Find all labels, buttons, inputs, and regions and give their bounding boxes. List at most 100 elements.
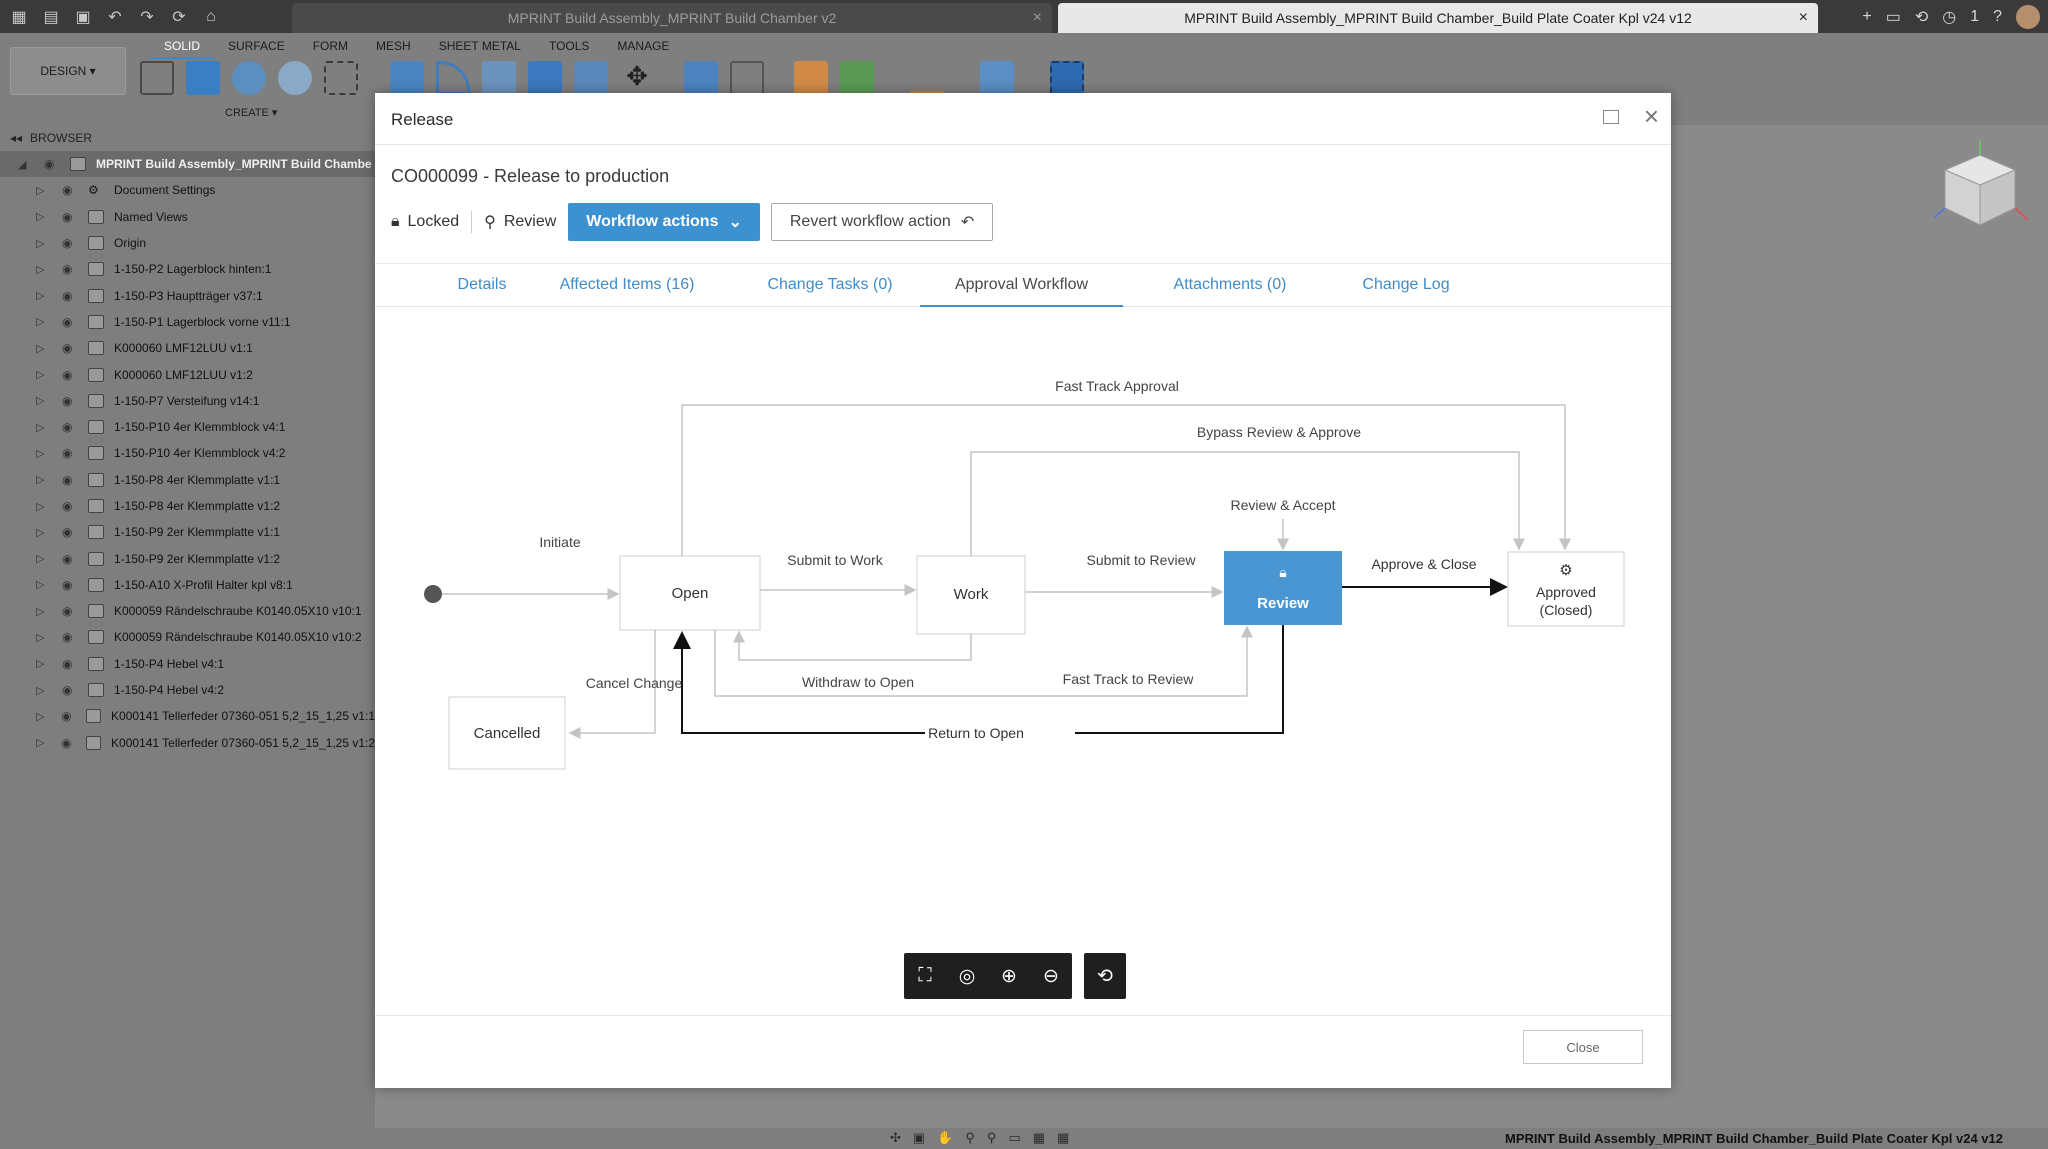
expand-icon[interactable]: ▷ [36,447,45,460]
tab-mesh[interactable]: MESH [376,39,411,53]
help-icon[interactable]: ? [1993,7,2002,25]
fast-track-approval-line[interactable] [681,404,1571,556]
workflow-diagram[interactable]: Initiate Open Submit to Work Work Submit… [375,307,1671,1027]
center-target-icon[interactable]: ◎ [958,965,976,987]
display-settings-icon[interactable]: ▭ [1008,1130,1021,1145]
viewports-icon[interactable]: ▦ [1057,1130,1070,1145]
visibility-icon[interactable]: ◉ [62,604,73,619]
expand-icon[interactable]: ▷ [36,684,45,697]
new-tab-icon[interactable]: + [1862,7,1872,25]
tab-change-tasks[interactable]: Change Tasks (0) [767,276,893,293]
look-at-icon[interactable]: ▣ [912,1130,926,1145]
withdraw-to-open-line[interactable] [733,630,972,661]
chat-icon[interactable]: ▭ [1885,8,1901,26]
notifications-icon[interactable]: ◷ [1942,8,1957,26]
tree-item[interactable]: ▷◉⚙Document Settings [0,177,375,203]
visibility-icon[interactable]: ◉ [62,525,73,540]
expand-icon[interactable]: ▷ [36,263,45,276]
expand-icon[interactable]: ▷ [36,710,45,723]
expand-icon[interactable]: ▷ [36,631,45,644]
tree-item[interactable]: ▷◉Named Views [0,204,375,230]
visibility-icon[interactable]: ◉ [62,551,73,566]
shell-icon[interactable] [482,61,516,95]
expand-icon[interactable]: ▷ [36,737,45,750]
tree-item[interactable]: ▷◉K000059 Rändelschraube K0140.05X10 v10… [0,598,375,624]
workspace-selector[interactable]: DESIGN ▾ [10,47,126,95]
create-sketch-icon[interactable] [140,61,174,95]
tab-surface[interactable]: SURFACE [228,39,285,53]
cancel-change-line[interactable] [568,630,656,739]
expand-icon[interactable]: ▷ [36,658,45,671]
tab-change-log[interactable]: Change Log [1362,276,1450,293]
expand-icon[interactable]: ▷ [36,500,45,513]
visibility-icon[interactable]: ◉ [62,630,73,645]
visibility-icon[interactable]: ◉ [62,262,73,277]
tree-item[interactable]: ▷◉1-150-P10 4er Klemmblock v4:1 [0,414,375,440]
tree-item[interactable]: ▷◉1-150-P9 2er Klemmplatte v1:1 [0,519,375,545]
tree-item[interactable]: ▷◉1-150-P4 Hebel v4:2 [0,677,375,703]
tab-details[interactable]: Details [457,276,507,293]
pan-icon[interactable]: ✋ [937,1130,954,1145]
visibility-icon[interactable]: ◉ [62,183,73,198]
offset-face-icon[interactable] [574,61,608,95]
document-tab-active[interactable]: MPRINT Build Assembly_MPRINT Build Chamb… [1058,3,1818,33]
file-icon[interactable]: ▤ [43,8,59,26]
tree-item[interactable]: ▷◉1-150-P9 2er Klemmplatte v1:2 [0,545,375,571]
expand-icon[interactable]: ▷ [36,474,45,487]
maximize-icon[interactable] [1603,110,1619,124]
home-icon[interactable]: ⌂ [206,7,216,25]
visibility-icon[interactable]: ◉ [62,420,73,435]
zoom-in-icon[interactable]: ⊕ [1001,965,1017,987]
visibility-icon[interactable]: ◉ [62,656,73,671]
press-pull-icon[interactable] [390,61,424,95]
extrude-icon[interactable] [186,61,220,95]
tab-approval-workflow[interactable]: Approval Workflow [920,264,1123,308]
select-icon[interactable] [1050,61,1084,95]
close-icon[interactable]: × [1643,101,1659,131]
as-built-joint-icon[interactable] [730,61,764,95]
history-icon[interactable]: ⟲ [1097,965,1113,987]
extensions-icon[interactable]: ⟲ [1914,8,1929,26]
expand-icon[interactable]: ▷ [36,290,45,303]
zoom-icon[interactable]: ⚲ [965,1130,975,1145]
revert-workflow-button[interactable]: Revert workflow action ↶ [770,203,994,241]
close-tab-icon[interactable]: × [1798,9,1808,26]
expand-icon[interactable]: ▷ [36,184,45,197]
workflow-actions-button[interactable]: Workflow actions ⌄ [568,203,760,241]
expand-icon[interactable]: ▷ [36,237,45,250]
tree-item[interactable]: ▷◉1-150-P7 Versteifung v14:1 [0,388,375,414]
tab-solid[interactable]: SOLID [150,35,215,59]
collapse-icon[interactable]: ◂◂ [10,131,23,145]
tab-affected-items[interactable]: Affected Items (16) [559,276,695,293]
tab-sheet-metal[interactable]: SHEET METAL [438,39,521,53]
expand-icon[interactable]: ▷ [36,316,45,329]
orbit-icon[interactable]: ✣ [890,1130,901,1145]
node-review[interactable] [1224,551,1342,625]
tree-item[interactable]: ▷◉1-150-P4 Hebel v4:1 [0,651,375,677]
grid-menu-icon[interactable]: ▦ [11,8,27,26]
view-cube[interactable] [1930,140,2030,240]
visibility-icon[interactable]: ◉ [62,472,73,487]
expand-icon[interactable]: ▷ [36,395,45,408]
save-icon[interactable]: ▣ [75,8,91,26]
combine-icon[interactable] [528,61,562,95]
hole-icon[interactable] [278,61,312,95]
analysis-icon[interactable] [840,61,874,95]
expand-icon[interactable]: ▷ [36,211,45,224]
fit-icon[interactable]: ⚲ [986,1130,997,1145]
visibility-icon[interactable]: ◉ [44,157,55,172]
tree-item[interactable]: ▷◉1-150-P10 4er Klemmblock v4:2 [0,440,375,466]
tree-item[interactable]: ▷◉K000141 Tellerfeder 07360-051 5,2_15_1… [0,703,375,729]
measure-icon[interactable] [910,61,944,95]
expand-icon[interactable]: ▷ [36,421,45,434]
close-tab-icon[interactable]: × [1032,9,1042,26]
bypass-review-line[interactable] [970,451,1525,556]
visibility-icon[interactable]: ◉ [62,446,73,461]
grid-settings-icon[interactable]: ▦ [1032,1130,1046,1145]
tree-item[interactable]: ▷◉1-150-P8 4er Klemmplatte v1:1 [0,467,375,493]
insert-image-icon[interactable] [980,61,1014,95]
zoom-out-icon[interactable]: ⊖ [1043,965,1059,987]
visibility-icon[interactable]: ◉ [62,314,73,329]
create-dropdown[interactable]: CREATE ▾ [225,107,278,119]
expand-icon[interactable]: ▷ [36,579,45,592]
